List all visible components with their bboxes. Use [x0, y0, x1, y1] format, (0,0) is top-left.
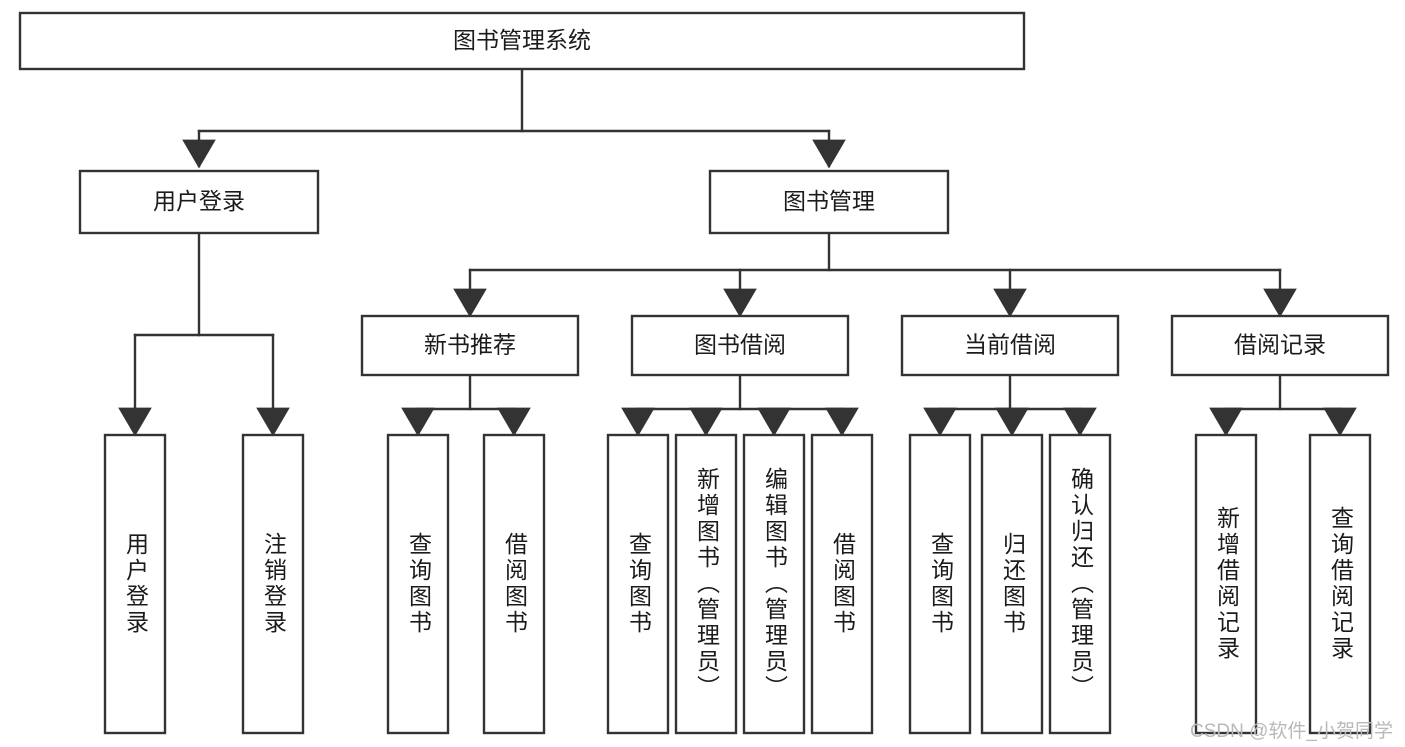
node-box-current-borrow[interactable]	[900, 314, 1120, 377]
node-cb-query-book[interactable]	[908, 433, 972, 735]
node-br-query-record[interactable]	[1308, 433, 1372, 735]
node-bb-query-book[interactable]	[606, 433, 670, 735]
node-new-book-rec[interactable]	[360, 314, 580, 377]
node-book-borrow[interactable]	[630, 314, 850, 377]
node-box-user-login-do[interactable]	[103, 433, 167, 735]
node-bb-borrow-book[interactable]	[810, 433, 874, 735]
node-label-new-book-rec: 新书推荐	[424, 332, 516, 358]
node-root[interactable]	[18, 11, 1026, 71]
node-bb-add-book[interactable]	[674, 433, 738, 735]
node-user-logout[interactable]	[241, 433, 305, 735]
node-box-new-book-rec[interactable]	[360, 314, 580, 377]
node-label-book-borrow: 图书借阅	[694, 332, 786, 358]
node-label-borrow-record: 借阅记录	[1234, 332, 1326, 358]
connector-layer	[118, 67, 1357, 437]
node-box-bb-query-book[interactable]	[606, 433, 670, 735]
node-label-book-manage: 图书管理	[783, 188, 875, 214]
node-br-add-record[interactable]	[1194, 433, 1258, 735]
node-user-login-do[interactable]	[103, 433, 167, 735]
csdn-watermark: CSDN @软件_小贺同学	[1190, 721, 1393, 742]
node-nbr-query-book[interactable]	[386, 433, 450, 735]
node-box-bb-add-book[interactable]	[674, 433, 738, 735]
node-box-br-query-record[interactable]	[1308, 433, 1372, 735]
node-borrow-record[interactable]	[1170, 314, 1390, 377]
node-box-cb-return-book[interactable]	[980, 433, 1044, 735]
node-box-nbr-query-book[interactable]	[386, 433, 450, 735]
node-user-login[interactable]	[78, 169, 320, 235]
node-bb-edit-book[interactable]	[742, 433, 806, 735]
node-box-user-logout[interactable]	[241, 433, 305, 735]
node-cb-return-book[interactable]	[980, 433, 1044, 735]
node-label-root: 图书管理系统	[453, 27, 591, 53]
node-box-bb-borrow-book[interactable]	[810, 433, 874, 735]
node-cb-confirm-return[interactable]	[1048, 433, 1112, 735]
node-box-cb-confirm-return[interactable]	[1048, 433, 1112, 735]
node-box-bb-edit-book[interactable]	[742, 433, 806, 735]
node-label-current-borrow: 当前借阅	[964, 332, 1056, 358]
node-box-book-manage[interactable]	[708, 169, 950, 235]
node-current-borrow[interactable]	[900, 314, 1120, 377]
node-box-cb-query-book[interactable]	[908, 433, 972, 735]
node-nbr-borrow-book[interactable]	[482, 433, 546, 735]
node-box-book-borrow[interactable]	[630, 314, 850, 377]
node-book-manage[interactable]	[708, 169, 950, 235]
node-box-br-add-record[interactable]	[1194, 433, 1258, 735]
node-box-nbr-borrow-book[interactable]	[482, 433, 546, 735]
node-box-borrow-record[interactable]	[1170, 314, 1390, 377]
node-box-user-login[interactable]	[78, 169, 320, 235]
node-box-root[interactable]	[18, 11, 1026, 71]
node-label-user-login: 用户登录	[153, 188, 245, 214]
